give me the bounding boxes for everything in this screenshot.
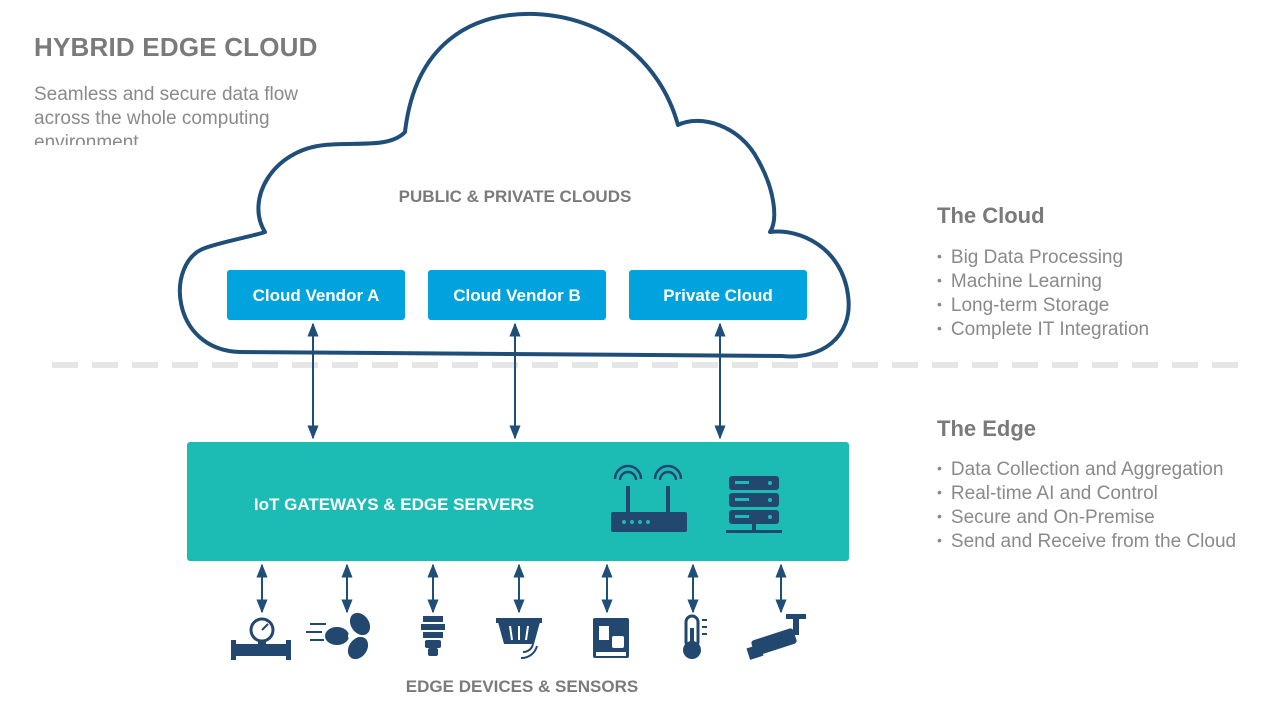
pipe-flow-meter-icon xyxy=(231,617,291,660)
page-title: HYBRID EDGE CLOUD xyxy=(34,32,318,62)
gateway-label: IoT GATEWAYS & EDGE SERVERS xyxy=(254,495,534,514)
the-cloud-item: Big Data Processing xyxy=(937,246,1149,270)
private-cloud-box: Private Cloud xyxy=(629,270,807,320)
thermometer-icon xyxy=(683,614,707,659)
the-edge-item: Secure and On-Premise xyxy=(937,506,1236,530)
the-cloud-item: Long-term Storage xyxy=(937,294,1149,318)
cloud-vendor-a-box: Cloud Vendor A xyxy=(227,270,405,320)
cloud-vendor-b-box: Cloud Vendor B xyxy=(428,270,606,320)
the-edge-list: Data Collection and Aggregation Real-tim… xyxy=(937,458,1236,554)
cloud-vendor-a-label: Cloud Vendor A xyxy=(253,286,380,305)
router-icon xyxy=(611,464,687,532)
the-edge-item: Data Collection and Aggregation xyxy=(937,458,1236,482)
smart-basket-icon xyxy=(496,618,542,660)
the-cloud-item: Machine Learning xyxy=(937,270,1149,294)
the-cloud-list: Big Data Processing Machine Learning Lon… xyxy=(937,246,1149,342)
cloud-vendor-b-label: Cloud Vendor B xyxy=(453,286,581,305)
coffee-machine-icon xyxy=(593,618,629,658)
private-cloud-label: Private Cloud xyxy=(663,286,773,305)
the-edge-heading: The Edge xyxy=(937,416,1037,441)
the-edge-item: Send and Receive from the Cloud xyxy=(937,530,1236,554)
fan-icon xyxy=(306,612,371,660)
light-bulb-icon xyxy=(421,616,445,656)
the-cloud-item: Complete IT Integration xyxy=(937,318,1149,342)
page-subtitle: Seamless and secure data flow across the… xyxy=(34,84,299,145)
security-camera-icon xyxy=(746,614,806,660)
the-cloud-heading: The Cloud xyxy=(937,203,1045,228)
server-rack-icon xyxy=(726,476,782,533)
devices-label: EDGE DEVICES & SENSORS xyxy=(406,677,638,696)
cloud-label: PUBLIC & PRIVATE CLOUDS xyxy=(399,187,632,206)
the-edge-item: Real-time AI and Control xyxy=(937,482,1236,506)
